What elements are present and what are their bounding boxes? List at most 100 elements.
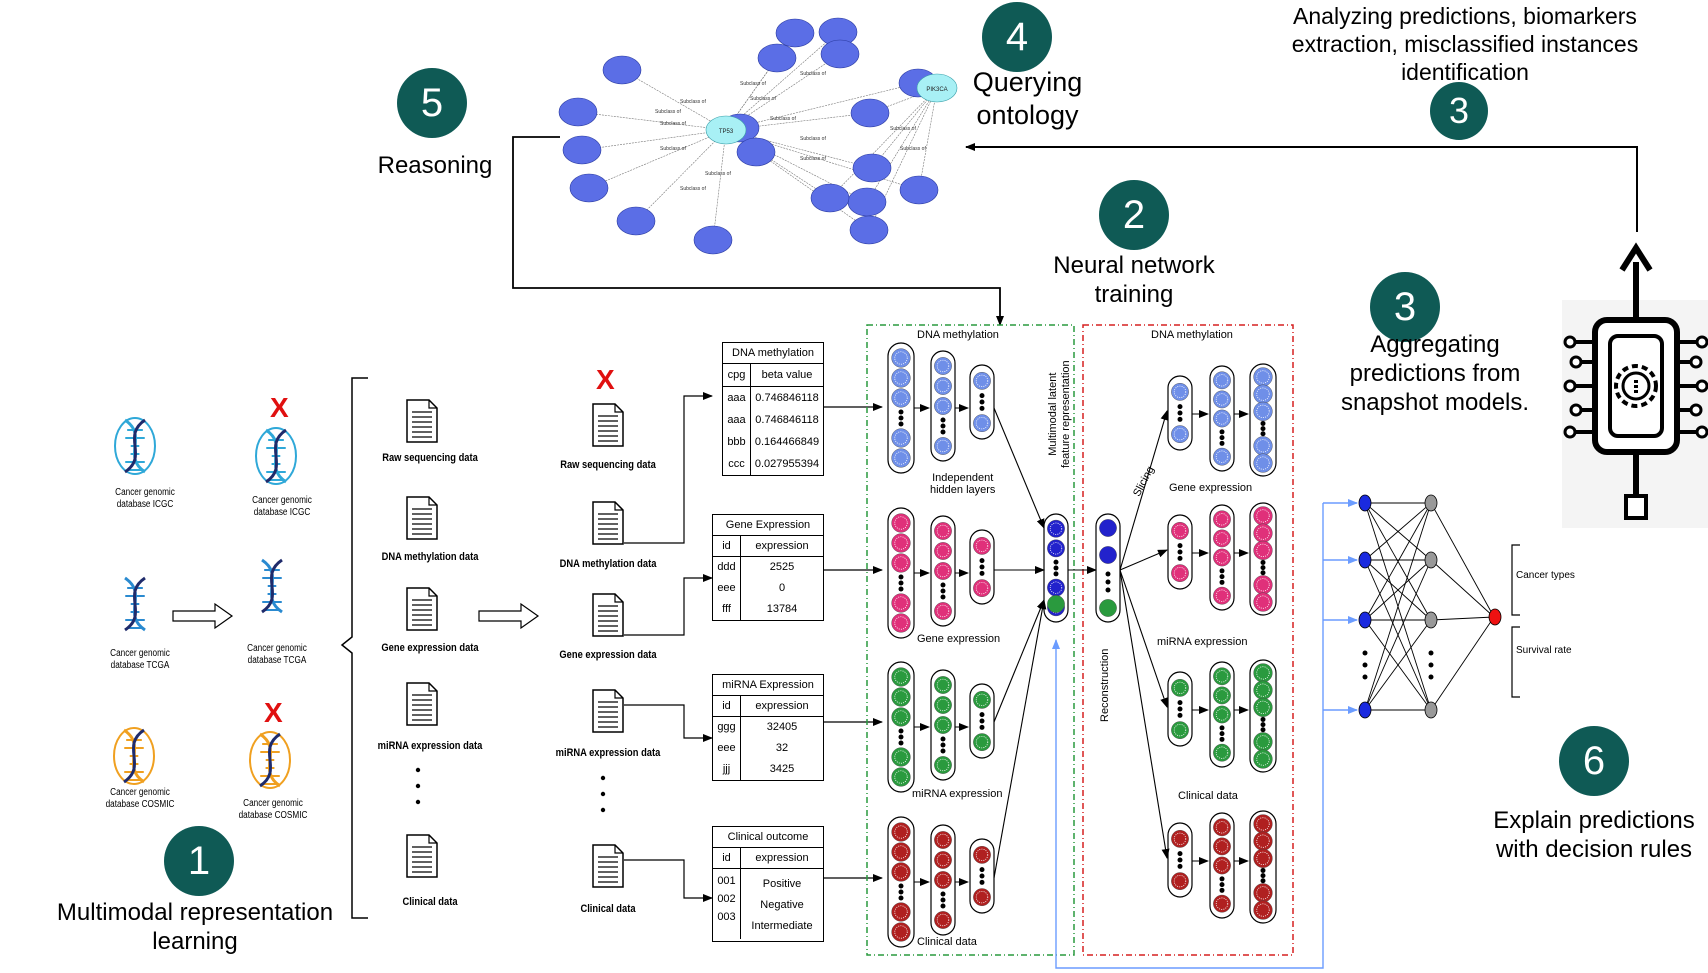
doc-icon-mid-1 [592,501,624,545]
decoder-layers [1095,363,1277,924]
decoder-box [1082,324,1294,956]
dna-strand [123,728,145,784]
x-mark-raw: X [596,364,615,395]
db-icgc-label-left: Cancer genomic database ICGC [100,487,190,511]
layer-ellipsis-dot [1260,565,1266,571]
decoder-clinical-label: Clinical data [1178,790,1238,802]
document-fold [614,690,623,699]
ontology-node [849,215,889,245]
x-mark-cosmic: X [264,697,283,728]
document-fold [428,497,437,506]
table-mirna-cell: jjj [713,759,741,780]
neuron-texture [1215,897,1229,910]
neuron-texture [936,379,950,393]
table-dna-cell: bbb [723,431,751,453]
decoder-gene-label: Gene expression [1169,482,1253,494]
neuron-texture [1173,524,1187,538]
data-ellipsis-dot [600,807,606,813]
layer-ellipsis-dot [940,742,946,748]
step-2-circle: 2 [1099,180,1169,250]
layer-ellipsis-dot [1177,712,1183,718]
dna-strand [124,576,146,632]
layer-ellipsis-dot [979,724,985,730]
layer-ellipsis-dot [898,889,904,895]
neuron-texture [1256,370,1270,384]
neuron-texture [936,758,950,772]
dtype-clinical-mid: Clinical data [580,903,636,915]
neuron-texture [1256,578,1270,592]
ontology-edge [588,129,727,189]
neuron-texture [1256,387,1270,401]
document-icon [406,587,438,631]
layer-ellipsis-dot [979,393,985,399]
document-fold [428,588,437,597]
chip-pin-end [1569,403,1583,417]
layer-ellipsis-dot [1219,887,1225,893]
neuron-texture [894,825,908,839]
decoder-mirna-label: miRNA expression [1157,636,1248,648]
neuron-texture [1215,859,1229,872]
ontology-node [850,98,890,128]
neuron-texture [1256,595,1270,609]
table-dna-cell: 0.746846118 [755,414,819,426]
chip-pin-end [1563,335,1577,349]
hollow-arrow-1 [172,602,234,630]
step-6-label-line1: Explain predictions [1493,807,1695,834]
neuron-texture [936,698,950,712]
neuron-texture [1215,393,1229,406]
document-icon [406,399,438,443]
neuron-texture [936,913,950,927]
document-fold [428,400,437,409]
document-icon [592,593,624,637]
table-mirna-cell: eee [713,738,741,759]
ontology-node [693,225,733,255]
document-fold [614,404,623,413]
ontology-edge-label: Subclass of [800,71,826,77]
neuron-texture [975,374,989,388]
ontology-node [562,135,602,165]
layer-ellipsis-dot [979,405,985,411]
neuron-texture [936,718,950,732]
dna-icon-tcga-right [261,558,283,614]
ontology-node [820,39,860,69]
neuron-texture [1173,427,1187,441]
layer-ellipsis-dot [940,417,946,423]
dtype-raw-left: Raw sequencing data [382,452,478,464]
neuron-texture [1256,752,1270,766]
data-ellipsis-dot [600,775,606,781]
data-ellipsis-dot [415,799,421,805]
table-gene-title: Gene Expression [713,515,823,536]
step-3a-label: Aggregating predictions from snapshot mo… [1310,330,1560,417]
layer-ellipsis-dot [898,409,904,415]
dna-strand [261,558,283,614]
reconstruction-label: Reconstruction [1099,648,1111,722]
latent-arrow [993,599,1047,879]
ontology-edge [725,129,831,199]
document-icon [406,834,438,878]
neuron-texture [894,845,908,859]
step-2-label: Neural network training [1014,251,1254,309]
ontology-edge [868,87,938,231]
hollow-arrow-2 [478,602,540,630]
ontology-edge [725,129,870,231]
slice-arrow [1119,549,1168,571]
neuron-texture [1256,834,1270,848]
layer-ellipsis-dot [1177,706,1183,712]
db-cosmic-r1: Cancer genomic [243,798,303,809]
ontology-edge [725,129,868,203]
nn-edge [1364,559,1432,621]
dtype-gene-left: Gene expression data [381,642,479,654]
neuron-texture [1256,886,1270,900]
ontology-node [569,173,609,203]
layer-ellipsis-dot [1219,731,1225,737]
reconstruction-layer [1095,513,1121,623]
layer-ellipsis-dot [1105,571,1111,577]
neuron-texture [894,391,908,405]
ontology-node [775,18,815,48]
neuron-texture [936,833,950,847]
table-gene-col2: expression [755,540,809,552]
neuron-texture [936,564,950,578]
output-brackets [1511,544,1520,698]
layer-ellipsis-dot [1177,416,1183,422]
layer-ellipsis-dot [1260,867,1266,873]
